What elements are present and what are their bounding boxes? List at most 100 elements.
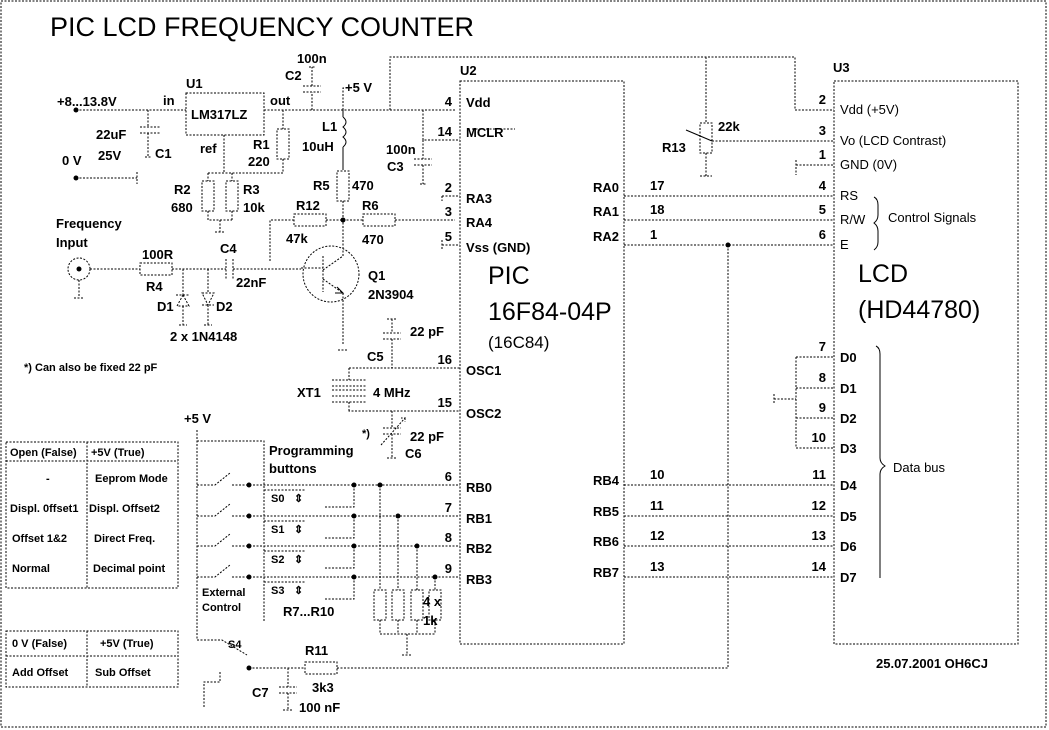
pic-pin-rb6: RB6 12 (593, 528, 834, 549)
switch-contact (197, 533, 460, 547)
pic-name: PIC (488, 262, 530, 290)
svg-text:RB4: RB4 (593, 473, 620, 488)
svg-text:Q1: Q1 (368, 268, 385, 283)
svg-text:17: 17 (650, 178, 664, 193)
svg-text:C6: C6 (405, 446, 422, 461)
svg-text:R12: R12 (296, 198, 320, 213)
svg-text:3k3: 3k3 (312, 680, 334, 695)
svg-text:C4: C4 (220, 241, 237, 256)
capacitor-c3: 100n C3 (386, 110, 460, 185)
svg-text:470: 470 (352, 178, 374, 193)
svg-text:RB7: RB7 (593, 565, 619, 580)
resistor-r6: R6 470 (343, 198, 455, 247)
svg-text:100n: 100n (386, 142, 416, 157)
frequency-input-connector[interactable] (67, 257, 91, 299)
svg-text:12: 12 (812, 498, 826, 513)
transistor-q1: Q1 2N3904 (301, 220, 414, 351)
svg-text:OSC1: OSC1 (466, 363, 501, 378)
buttons-title-1: Programming (269, 443, 354, 458)
svg-text:D2: D2 (216, 299, 233, 314)
resistor-r4: 100R R4 (139, 247, 174, 294)
svg-text:100 nF: 100 nF (299, 700, 340, 715)
button-row-2[interactable]: S2⇕ (197, 533, 460, 569)
svg-text:4 MHz: 4 MHz (373, 385, 411, 400)
gnd-label: 0 V (62, 153, 82, 168)
svg-text:RA1: RA1 (593, 204, 619, 219)
svg-text:Vdd (+5V): Vdd (+5V) (840, 102, 899, 117)
svg-text:ref: ref (200, 141, 217, 156)
resistor-r5: R5 470 (313, 170, 374, 220)
svg-text:1: 1 (819, 147, 826, 162)
svg-text:Vdd: Vdd (466, 95, 491, 110)
svg-text:*): *) (362, 428, 370, 440)
switch-s4[interactable]: S4 (203, 639, 252, 707)
svg-text:Offset 1&2: Offset 1&2 (12, 533, 67, 545)
button-wire (264, 516, 355, 539)
svg-text:C3: C3 (387, 159, 404, 174)
svg-text:GND (0V): GND (0V) (840, 157, 897, 172)
inductor-l1: L1 10uH (302, 110, 347, 170)
svg-text:6: 6 (445, 469, 452, 484)
data-bus-label: Data bus (893, 460, 946, 475)
svg-text:in: in (163, 93, 175, 108)
button-row-0[interactable]: S0⇕ (197, 472, 460, 508)
svg-text:D6: D6 (840, 539, 857, 554)
capacitor-c6-trimmer: 22 pF C6 *) (362, 411, 444, 461)
svg-text:E: E (840, 237, 849, 252)
svg-text:Direct Freq.: Direct Freq. (94, 533, 155, 545)
svg-text:RA2: RA2 (593, 229, 619, 244)
svg-text:Vss (GND): Vss (GND) (466, 240, 530, 255)
svg-text:Open (False): Open (False) (10, 447, 77, 459)
potentiometer-r13: 22k R13 (662, 119, 740, 155)
pushbutton-icon: ⇕ (294, 585, 303, 597)
svg-text:9: 9 (819, 400, 826, 415)
button-row-1[interactable]: S1⇕ (197, 503, 460, 539)
switch-contact (197, 472, 460, 486)
svg-text:R6: R6 (362, 198, 379, 213)
svg-text:U1: U1 (186, 76, 203, 91)
svg-text:RB6: RB6 (593, 534, 619, 549)
svg-text:12: 12 (650, 528, 664, 543)
svg-text:R11: R11 (305, 643, 328, 658)
programming-buttons: S0⇕S1⇕S2⇕S3⇕ (197, 472, 460, 600)
diodes-part-label: 2 x 1N4148 (170, 329, 237, 344)
resistor-r12: R12 47k (269, 198, 343, 261)
rbank-ref: R7...R10 (283, 604, 334, 619)
resistor-r3: R3 10k (225, 173, 265, 220)
svg-text:R3: R3 (243, 182, 260, 197)
lcd-name: LCD (858, 260, 908, 288)
switch-contact (197, 503, 460, 517)
svg-text:Displ. 0ffset1: Displ. 0ffset1 (10, 503, 78, 515)
wire-d0-d3-gnd (773, 357, 797, 448)
svg-text:22nF: 22nF (236, 275, 266, 290)
svg-text:D4: D4 (840, 478, 857, 493)
svg-text:8: 8 (819, 370, 826, 385)
lcd-ref: U3 (833, 60, 850, 75)
pushbutton-icon: ⇕ (294, 524, 303, 536)
svg-text:D1: D1 (157, 299, 174, 314)
button-row-3[interactable]: S3⇕ (197, 564, 460, 600)
resistor-r9 (410, 543, 424, 634)
svg-text:10k: 10k (243, 200, 265, 215)
svg-text:0 V (False): 0 V (False) (12, 638, 67, 650)
svg-text:3: 3 (445, 204, 452, 219)
svg-text:25V: 25V (98, 148, 121, 163)
lcd-module (833, 80, 1019, 645)
svg-text:RB1: RB1 (466, 511, 492, 526)
vcc-label-2: +5 V (184, 411, 211, 426)
rbank-ground (380, 633, 435, 656)
